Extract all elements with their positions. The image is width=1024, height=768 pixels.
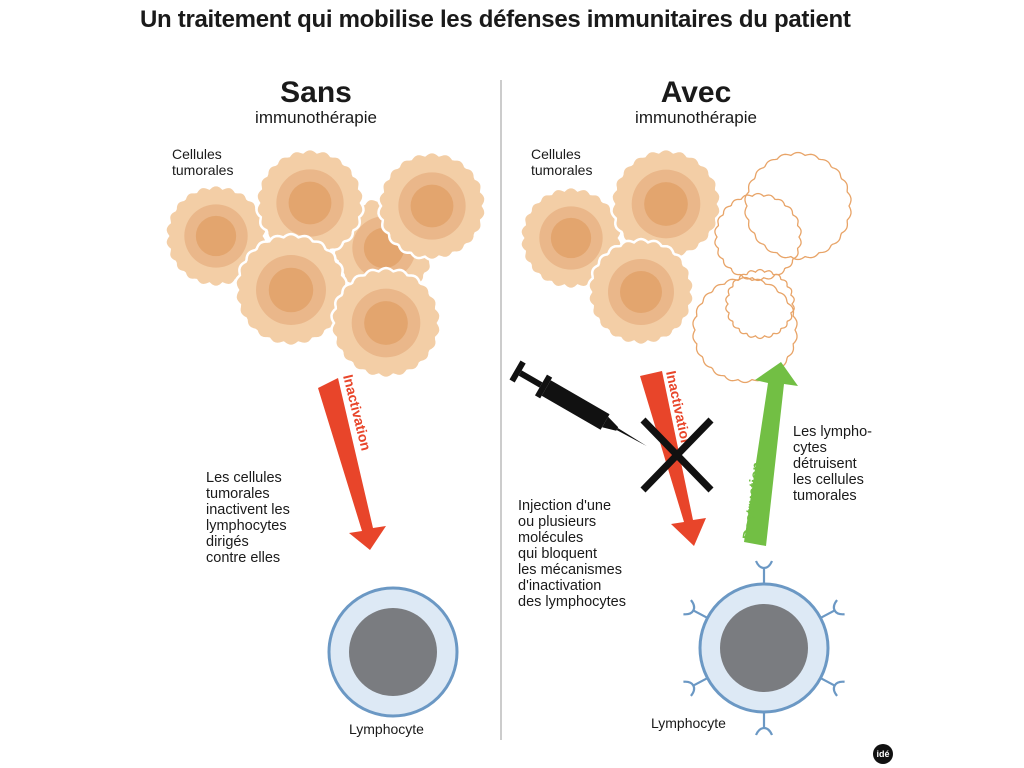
- tumor-cell-nucleus: [195, 215, 237, 257]
- receptor-icon: [683, 677, 709, 697]
- tumor-cell-nucleus: [620, 271, 662, 313]
- syringe-barrel: [541, 380, 610, 430]
- left-tumor-label: Cellules tumorales: [172, 146, 234, 178]
- right-lymphocyte: [683, 560, 845, 736]
- right-tumor-cluster: [519, 147, 722, 347]
- right-tumor-label: Cellules tumorales: [531, 146, 593, 178]
- destroyed-cell-outline: [725, 268, 795, 340]
- tumor-cell-nucleus: [288, 181, 332, 225]
- destroyed-cell-outline: [744, 151, 852, 261]
- green-arrow-shape: [744, 362, 798, 546]
- left-description: Les cellules tumorales inactivent les ly…: [206, 470, 290, 566]
- page-title: Un traitement qui mobilise les défenses …: [140, 6, 851, 33]
- cross-stroke-2: [640, 417, 714, 493]
- destruction-description: Les lympho- cytes détruisent les cellule…: [793, 424, 872, 504]
- lymphocyte-nucleus-right: [720, 604, 808, 692]
- receptor-icon: [819, 599, 845, 619]
- syringe-plunger-cap: [509, 360, 526, 383]
- receptor-icon: [754, 712, 774, 736]
- left-lymphocyte: [327, 586, 459, 718]
- injection-description: Injection d'une ou plusieurs molécules q…: [518, 498, 626, 610]
- right-heading: Avec: [660, 76, 732, 109]
- syringe-needle: [616, 427, 647, 446]
- left-heading: Sans: [280, 76, 352, 109]
- tumor-cell-nucleus: [268, 267, 314, 313]
- red-arrow-shape: [318, 378, 386, 550]
- left-lymphocyte-label: Lymphocyte: [349, 721, 424, 737]
- ide-logo: idé: [873, 744, 893, 764]
- left-subheading: immunothérapie: [255, 108, 377, 127]
- syringe-plunger: [518, 370, 543, 388]
- destroyed-cell-outline: [714, 192, 802, 282]
- blocked-cross-icon: [640, 417, 714, 493]
- receptor-icon: [819, 677, 845, 697]
- syringe-flange: [534, 374, 553, 399]
- tumor-cell-nucleus: [410, 184, 454, 228]
- destruction-arrow: Destruction: [739, 362, 798, 546]
- left-tumor-cluster: [164, 147, 487, 380]
- syringe-tip: [602, 416, 619, 431]
- tumor-cell-nucleus: [550, 217, 592, 259]
- right-lymphocyte-label: Lymphocyte: [651, 715, 726, 731]
- syringe-icon: [509, 360, 647, 446]
- lymphocyte-nucleus: [349, 608, 437, 696]
- receptor-icon: [754, 560, 774, 584]
- lymphocyte-receptors: [683, 560, 845, 736]
- right-subheading: immunothérapie: [635, 108, 757, 127]
- left-inactivation-arrow: Inactivation: [318, 373, 386, 550]
- tumor-cell-nucleus: [364, 301, 408, 345]
- tumor-cell-nucleus: [644, 182, 688, 226]
- receptor-icon: [683, 599, 709, 619]
